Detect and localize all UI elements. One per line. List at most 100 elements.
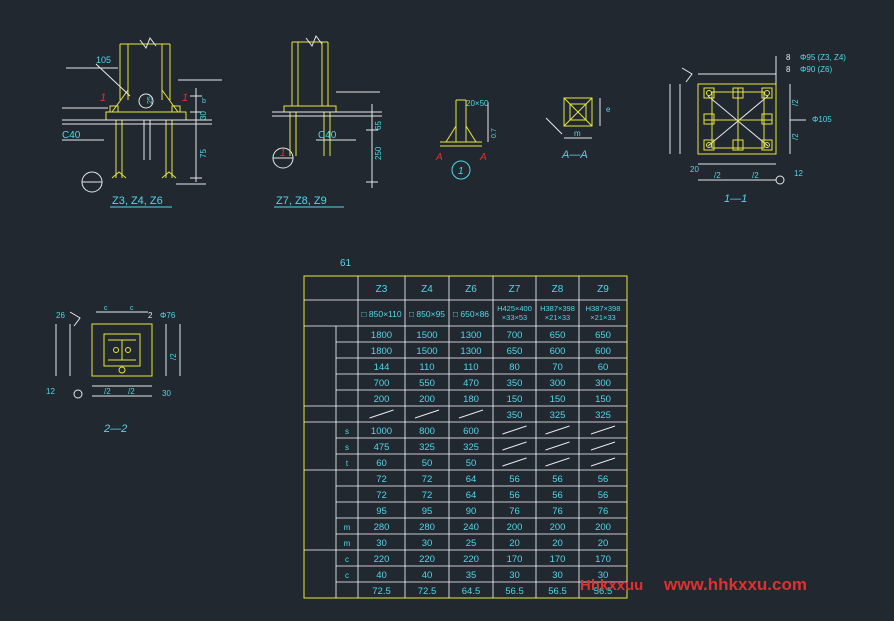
table-cell: 1500 xyxy=(416,346,437,357)
watermark: Hhkxxuu www.hhkxxu.com xyxy=(580,575,807,594)
table-cell-empty xyxy=(545,457,570,467)
table-cell: 72 xyxy=(422,474,433,485)
label-0-7: 0.7 xyxy=(491,128,498,138)
table-header-z6: Z6 xyxy=(465,284,477,295)
table-cell: 170 xyxy=(550,554,566,565)
table-cell: 600 xyxy=(595,346,611,357)
table-cell-empty xyxy=(590,425,616,435)
table-cell-empty xyxy=(458,409,484,419)
table-cell: 600 xyxy=(550,346,566,357)
table-row-label: c xyxy=(345,571,349,580)
table-row-label: m xyxy=(344,523,351,532)
table-section-cell: H387×398 xyxy=(540,304,575,313)
table-cell: 325 xyxy=(419,442,435,453)
table-cell: 56.5 xyxy=(548,586,567,597)
table-cell: 150 xyxy=(507,394,523,405)
label-25: 25 xyxy=(147,96,154,104)
table-cell: 72 xyxy=(376,490,387,501)
table-cell: 1500 xyxy=(416,330,437,341)
table-cell: 350 xyxy=(507,410,523,421)
table-row-label: c xyxy=(345,555,349,564)
table-section-cell: H425×400 xyxy=(497,304,532,313)
label-l2-a2: /2 xyxy=(104,387,111,396)
table-cell: 76 xyxy=(509,506,520,517)
table-cell: 64 xyxy=(466,490,477,501)
table-cell-empty xyxy=(502,441,527,451)
table-cell: 56 xyxy=(598,474,609,485)
table-cell: 95 xyxy=(376,506,387,517)
table-cell: 64 xyxy=(466,474,477,485)
table-cell: 700 xyxy=(507,330,523,341)
table-cell-empty xyxy=(502,425,527,435)
section-a-a xyxy=(545,97,601,139)
table-cell: 56.5 xyxy=(505,586,524,597)
label-c40-2: C40 xyxy=(318,130,337,141)
table-cell: 200 xyxy=(550,522,566,533)
label-l2-c: /2 xyxy=(714,171,721,180)
label-20x50: 20×50 xyxy=(466,99,489,108)
watermark-brand: Hhkxxuu xyxy=(580,577,643,594)
table-cell: 64.5 xyxy=(462,586,481,597)
table-cell: 200 xyxy=(374,394,390,405)
table-cell: 56 xyxy=(509,490,520,501)
table-cell-empty xyxy=(502,457,527,467)
table-cell: 470 xyxy=(463,378,479,389)
label-20: 20 xyxy=(690,165,699,174)
label-l2-b2: /2 xyxy=(128,387,135,396)
section-1-1 xyxy=(669,56,806,185)
table-cell: 220 xyxy=(374,554,390,565)
table-cell: 25 xyxy=(466,538,477,549)
caption-1-1: 1—1 xyxy=(724,193,747,205)
table-section-cell: ×21×33 xyxy=(545,313,570,322)
table-cell-empty xyxy=(369,409,394,419)
section-2-2-labels: 26 2 Φ76 12 30 c c /2 /2 /2 2—2 xyxy=(46,305,178,435)
section-mark-1-right: 1 xyxy=(182,92,188,104)
table-cell: 56 xyxy=(552,474,563,485)
table-cell: 30 xyxy=(552,570,563,581)
table-cell: 280 xyxy=(374,522,390,533)
table-cell: 1800 xyxy=(371,330,392,341)
table-cell: 60 xyxy=(598,362,609,373)
table-cell: 50 xyxy=(466,458,477,469)
label-l2-d: /2 xyxy=(752,171,759,180)
table-cell: 700 xyxy=(374,378,390,389)
table-cell: 170 xyxy=(595,554,611,565)
table-cell: 76 xyxy=(598,506,609,517)
table-cell: 30 xyxy=(422,538,433,549)
table-cell: 475 xyxy=(374,442,390,453)
table-section-cell: □ 850×110 xyxy=(361,309,401,319)
label-2: 2 xyxy=(148,311,153,320)
table-cell: 110 xyxy=(463,362,478,373)
detail-mark-1: 1 xyxy=(280,148,286,159)
table-section-cell: □ 650×86 xyxy=(453,309,489,319)
table-row-label: s xyxy=(345,427,349,436)
detail-circle-1: 1 xyxy=(458,166,464,177)
table-cell: 30 xyxy=(376,538,387,549)
table-section-cell: ×21×33 xyxy=(590,313,615,322)
table-row-label: m xyxy=(344,539,351,548)
section-1-1-labels: 8 Φ95 (Z3, Z4) 8 Φ90 (Z6) Φ105 20 12 /2 … xyxy=(690,53,846,205)
table-cell: 550 xyxy=(419,378,435,389)
caption-z7-z8-z9: Z7, Z8, Z9 xyxy=(276,195,327,207)
table-cell: 650 xyxy=(550,330,566,341)
label-250: 250 xyxy=(374,146,383,160)
label-8a: 8 xyxy=(786,53,791,62)
view-z3-z4-z6-labels: 105 C40 1 1 30 75 b 25 Z3, Z4, Z6 xyxy=(62,55,208,208)
table-cell: 325 xyxy=(595,410,611,421)
table-cell: 200 xyxy=(419,394,435,405)
table-section-cell: ×33×53 xyxy=(502,313,527,322)
table-header-z3: Z3 xyxy=(376,284,388,295)
caption-a-a: A—A xyxy=(561,149,588,161)
table-cell: 20 xyxy=(552,538,563,549)
table-cell: 150 xyxy=(595,394,611,405)
label-105: 105 xyxy=(96,55,111,65)
section-a-right: A xyxy=(479,152,487,163)
table-cell: 300 xyxy=(595,378,611,389)
table-cell: 76 xyxy=(552,506,563,517)
table-cell: 220 xyxy=(419,554,435,565)
label-12: 12 xyxy=(794,169,803,178)
table-cell: 650 xyxy=(595,330,611,341)
table-cell-empty xyxy=(590,457,616,467)
table-cell: 30 xyxy=(509,570,520,581)
